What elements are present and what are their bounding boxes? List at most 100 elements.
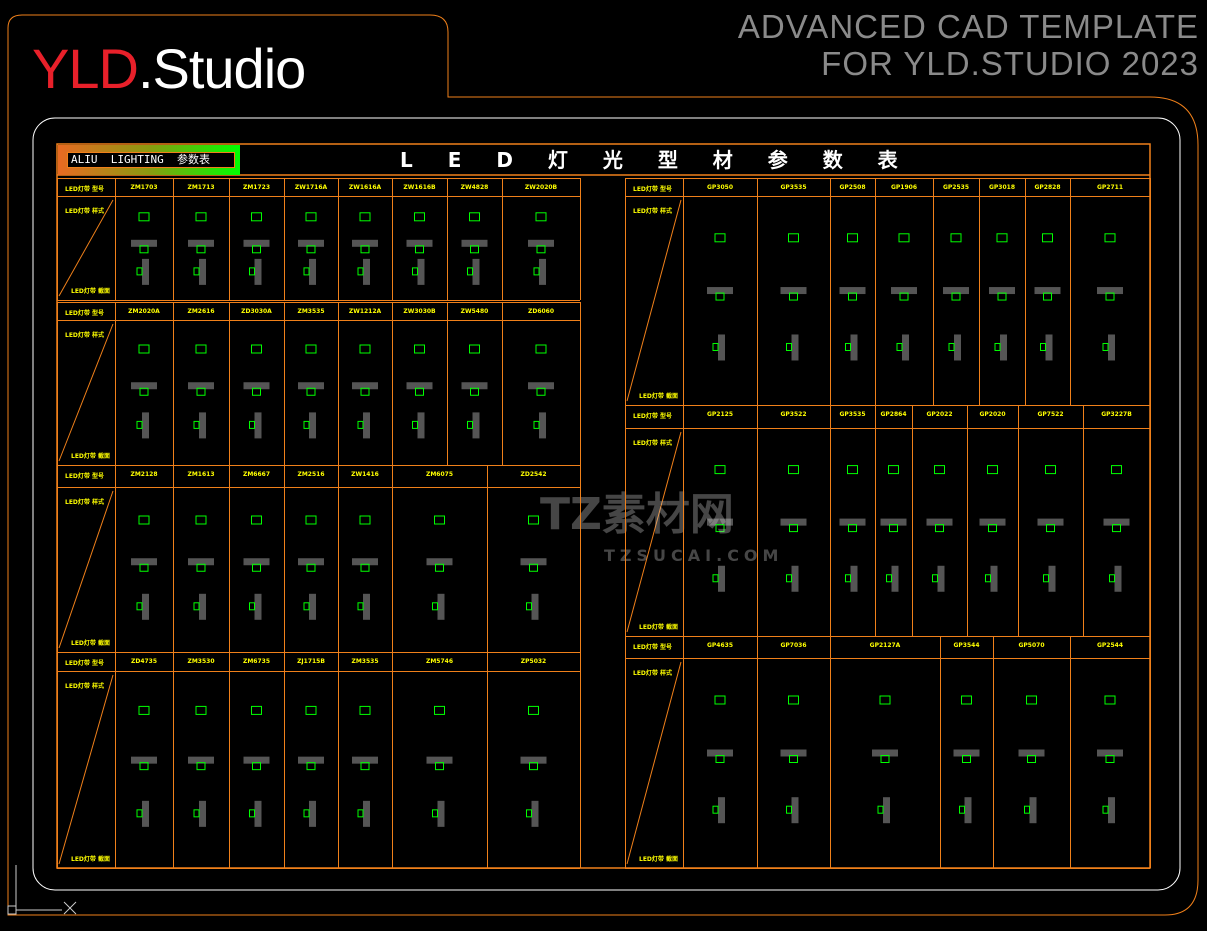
profile-section (1046, 524, 1055, 533)
grid-line (392, 302, 393, 465)
profile-icon (434, 515, 445, 525)
grid-line (580, 465, 581, 652)
wall-section (791, 565, 799, 592)
wall-section (791, 797, 799, 824)
grid-line (625, 658, 1150, 659)
ceiling-section (707, 518, 733, 526)
grid-line (967, 405, 968, 636)
ceiling-section (243, 382, 270, 390)
ceiling-section (406, 239, 433, 247)
profile-section (306, 563, 316, 572)
profile-section (533, 267, 540, 276)
model-number: ZM1613 (187, 471, 215, 478)
profile-icon (535, 212, 547, 222)
model-number: GP2544 (1096, 642, 1124, 649)
model-number: GP2535 (942, 184, 970, 191)
grid-line (229, 302, 230, 465)
grid-line (57, 302, 580, 303)
profile-section (789, 524, 798, 533)
model-number: GP2125 (706, 411, 734, 418)
profile-section (193, 809, 200, 818)
wall-section (954, 334, 961, 361)
wall-section (1108, 334, 1115, 361)
grid-line (57, 178, 58, 300)
profile-section (196, 563, 206, 572)
ceiling-section (188, 756, 214, 764)
wall-section (142, 593, 149, 620)
ceiling-section (131, 756, 157, 764)
profile-icon (305, 212, 317, 222)
grid-line (683, 405, 684, 636)
grid-line (1083, 405, 1084, 636)
profile-icon (788, 695, 799, 705)
profile-section (786, 574, 792, 583)
profile-section (435, 762, 444, 771)
wall-section (850, 565, 858, 592)
ceiling-section (1103, 518, 1130, 526)
grid-line (683, 636, 684, 868)
grid-line (57, 178, 580, 179)
ceiling-section (298, 756, 324, 764)
diagonal-divider (58, 199, 114, 297)
wall-section (363, 258, 370, 285)
profile-section (889, 524, 898, 533)
profile-section (985, 574, 991, 583)
profile-icon (898, 233, 910, 243)
wall-section (1108, 797, 1115, 824)
grid-line (933, 178, 934, 405)
profile-section (136, 602, 143, 611)
profile-section (412, 420, 418, 429)
profile-icon (788, 233, 799, 243)
profile-section (886, 574, 892, 583)
model-number: ZD6060 (527, 308, 555, 315)
ceiling-section (243, 239, 270, 247)
wall-section (1048, 565, 1056, 592)
profile-icon (305, 344, 317, 354)
ceiling-section (520, 756, 547, 764)
ceiling-section (188, 239, 214, 247)
ceiling-section (298, 382, 324, 390)
model-number: ZM6075 (425, 471, 454, 478)
grid-line (115, 652, 116, 868)
wall-section (309, 258, 316, 285)
profile-section (193, 267, 200, 276)
model-number: GP2828 (1034, 184, 1061, 191)
section-label: LED灯带 截面 (71, 640, 110, 647)
model-number: GP1906 (890, 184, 918, 191)
grid-line (1150, 636, 1151, 868)
profile-section (715, 524, 725, 533)
model-number: GP3018 (988, 184, 1016, 191)
model-number: ZM6667 (242, 471, 271, 478)
profile-icon (1045, 465, 1056, 475)
profile-icon (414, 344, 425, 354)
ceiling-section (872, 749, 898, 757)
ceiling-section (839, 287, 866, 295)
profile-section (196, 245, 206, 254)
profile-section (139, 245, 149, 254)
grid-line (338, 178, 339, 300)
profile-section (529, 762, 538, 771)
profile-section (136, 267, 143, 276)
profile-icon (195, 705, 207, 715)
profile-section (896, 342, 903, 351)
model-number: GP3050 (706, 184, 734, 191)
model-number: GP3544 (953, 642, 980, 649)
profile-section (467, 267, 473, 276)
profile-icon (987, 465, 998, 475)
profile-section (306, 762, 316, 771)
grid-line (284, 465, 285, 652)
model-number: ZM3535 (297, 308, 325, 315)
ceiling-section (352, 382, 378, 390)
profile-icon (961, 695, 972, 705)
profile-section (880, 755, 890, 763)
profile-section (357, 809, 364, 818)
ceiling-section (528, 239, 554, 247)
profile-icon (138, 515, 150, 525)
ceiling-section (426, 558, 453, 566)
ceiling-section (520, 558, 547, 566)
section-label: LED灯带 截面 (639, 624, 678, 631)
ceiling-section (352, 756, 378, 764)
profile-section (948, 342, 955, 351)
watermark-logo: TZ素材网 (540, 489, 734, 540)
